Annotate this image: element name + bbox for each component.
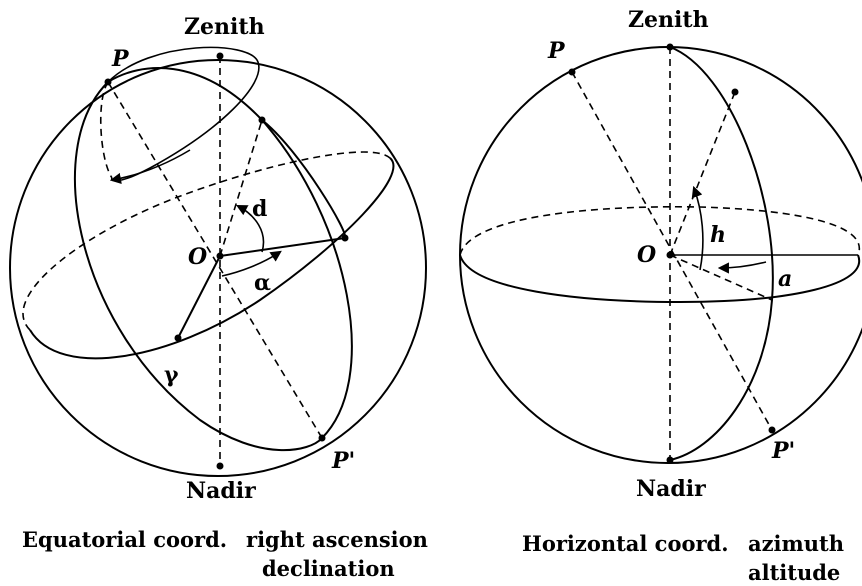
right-caption-main: Horizontal coord.	[522, 531, 729, 556]
left-celestial-equator-front	[29, 157, 395, 360]
left-origin-point	[216, 252, 224, 260]
right-radius-to-horizon	[669, 254, 773, 301]
right-origin-label: O	[637, 242, 656, 268]
left-pole-prime-point	[318, 434, 326, 442]
left-pole-prime-label: P'	[331, 448, 355, 474]
left-radius-dashed-up	[219, 119, 263, 257]
left-pole-point	[104, 78, 112, 86]
left-radius-to-star	[219, 237, 346, 257]
left-caption-line2: declination	[262, 556, 395, 581]
right-azimuth-arc	[717, 261, 767, 274]
right-radius-to-star	[669, 91, 736, 256]
left-pole-label: P	[111, 46, 130, 72]
left-gamma-point	[174, 334, 182, 342]
left-polar-axis	[107, 81, 323, 439]
right-zenith-point	[666, 43, 674, 51]
left-zenith-point	[216, 52, 224, 60]
left-gamma-symbol: γ	[164, 362, 179, 388]
right-pole-label: P	[547, 38, 566, 64]
left-hour-circle-point	[258, 116, 266, 124]
left-nadir-label: Nadir	[186, 478, 256, 504]
left-origin-label: O	[188, 244, 207, 270]
right-altitude-arc	[691, 185, 704, 271]
left-radius-to-gamma	[177, 255, 221, 339]
left-celestial-sphere	[9, 59, 427, 477]
right-azimuth-symbol: a	[778, 266, 792, 292]
right-pole-prime-point	[768, 426, 776, 434]
left-ra-symbol: α	[254, 270, 271, 296]
right-nadir-point	[666, 456, 674, 464]
right-zenith-label: Zenith	[628, 7, 709, 33]
left-star-point	[341, 234, 349, 242]
right-nadir-label: Nadir	[636, 476, 706, 502]
left-ra-arc	[221, 250, 282, 277]
right-pole-point	[568, 68, 576, 76]
horizontal-sphere: Zenith Nadir P P' O h a Horizontal coord…	[459, 7, 862, 585]
left-nadir-point	[216, 462, 224, 470]
left-declination-symbol: d	[252, 196, 267, 222]
right-pole-prime-label: P'	[771, 438, 795, 464]
right-star-point	[731, 88, 739, 96]
right-altitude-symbol: h	[710, 222, 726, 248]
left-caption-main: Equatorial coord.	[22, 527, 227, 552]
left-hour-arc-arrow	[109, 149, 191, 184]
left-celestial-equator-back	[22, 151, 391, 331]
equatorial-sphere: Zenith Nadir P P' O d α γ Equatorial coo…	[9, 14, 428, 581]
left-caption-line1: right ascension	[246, 527, 428, 552]
left-declination-arc	[236, 204, 265, 253]
left-declination-small-circle-back	[100, 81, 113, 179]
right-vertical-circle	[669, 46, 774, 461]
left-zenith-label: Zenith	[184, 14, 265, 40]
right-horizon-front	[459, 254, 861, 304]
right-caption-line1: azimuth	[748, 531, 844, 556]
left-declination-small-circle	[107, 46, 260, 182]
right-caption-line2: altitude	[748, 560, 840, 585]
left-hour-circle	[73, 67, 353, 451]
right-horizon-back	[459, 205, 861, 256]
left-second-great-circle	[261, 119, 347, 239]
right-origin-point	[666, 251, 674, 259]
